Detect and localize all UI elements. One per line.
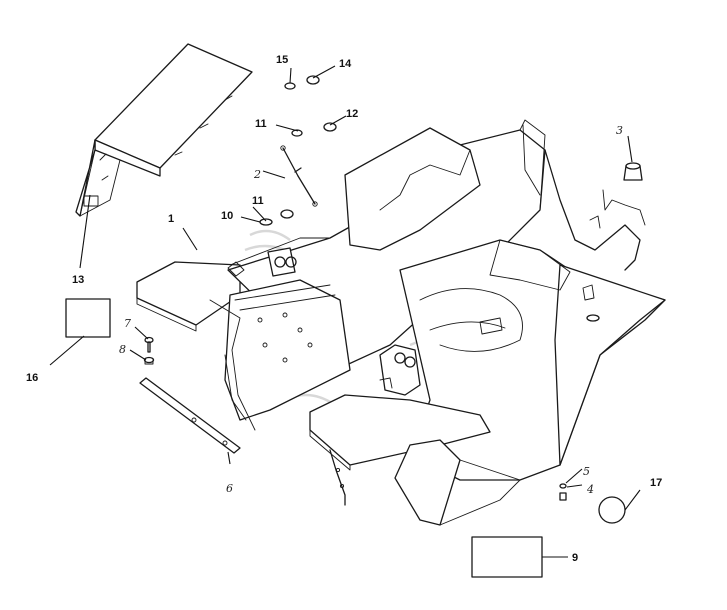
bolt-washer-parts bbox=[143, 336, 155, 365]
filler-cap-part bbox=[623, 162, 643, 181]
callout-13: 13 bbox=[72, 274, 84, 286]
callout-17: 17 bbox=[650, 477, 662, 489]
callout-14: 14 bbox=[339, 58, 352, 70]
callout-4: 4 bbox=[586, 483, 594, 496]
rear-bracket-part bbox=[544, 149, 646, 271]
tie-bar-part bbox=[139, 377, 241, 454]
callout-2: 2 bbox=[253, 168, 261, 181]
pivot-bracket-part bbox=[379, 344, 421, 396]
leader-lines bbox=[49, 65, 641, 558]
callout-5: 5 bbox=[583, 465, 590, 478]
callout-9: 9 bbox=[572, 552, 578, 564]
callout-12: 12 bbox=[346, 108, 358, 120]
small-round-parts bbox=[259, 75, 337, 226]
front-step-part bbox=[309, 394, 521, 526]
callout-10: 10 bbox=[221, 210, 233, 222]
callout-labels: 1 2 3 4 5 6 7 8 9 10 11 11 12 13 14 15 1… bbox=[26, 54, 662, 564]
callout-6: 6 bbox=[226, 482, 233, 495]
callout-8: 8 bbox=[119, 343, 126, 356]
callout-16: 16 bbox=[26, 372, 38, 384]
callout-7: 7 bbox=[124, 317, 131, 330]
nut-bolt-parts bbox=[559, 483, 567, 501]
callout-15: 15 bbox=[276, 54, 288, 66]
cover-plate-part bbox=[75, 43, 253, 217]
decal-parts bbox=[65, 298, 626, 578]
main-frame-part bbox=[209, 119, 546, 431]
callout-1: 1 bbox=[168, 213, 174, 225]
left-floor-plate-part bbox=[136, 237, 346, 332]
callout-11-lower: 11 bbox=[252, 195, 264, 207]
callout-3: 3 bbox=[616, 124, 623, 137]
gas-strut-part bbox=[280, 145, 318, 207]
callout-11-upper: 11 bbox=[255, 118, 267, 130]
